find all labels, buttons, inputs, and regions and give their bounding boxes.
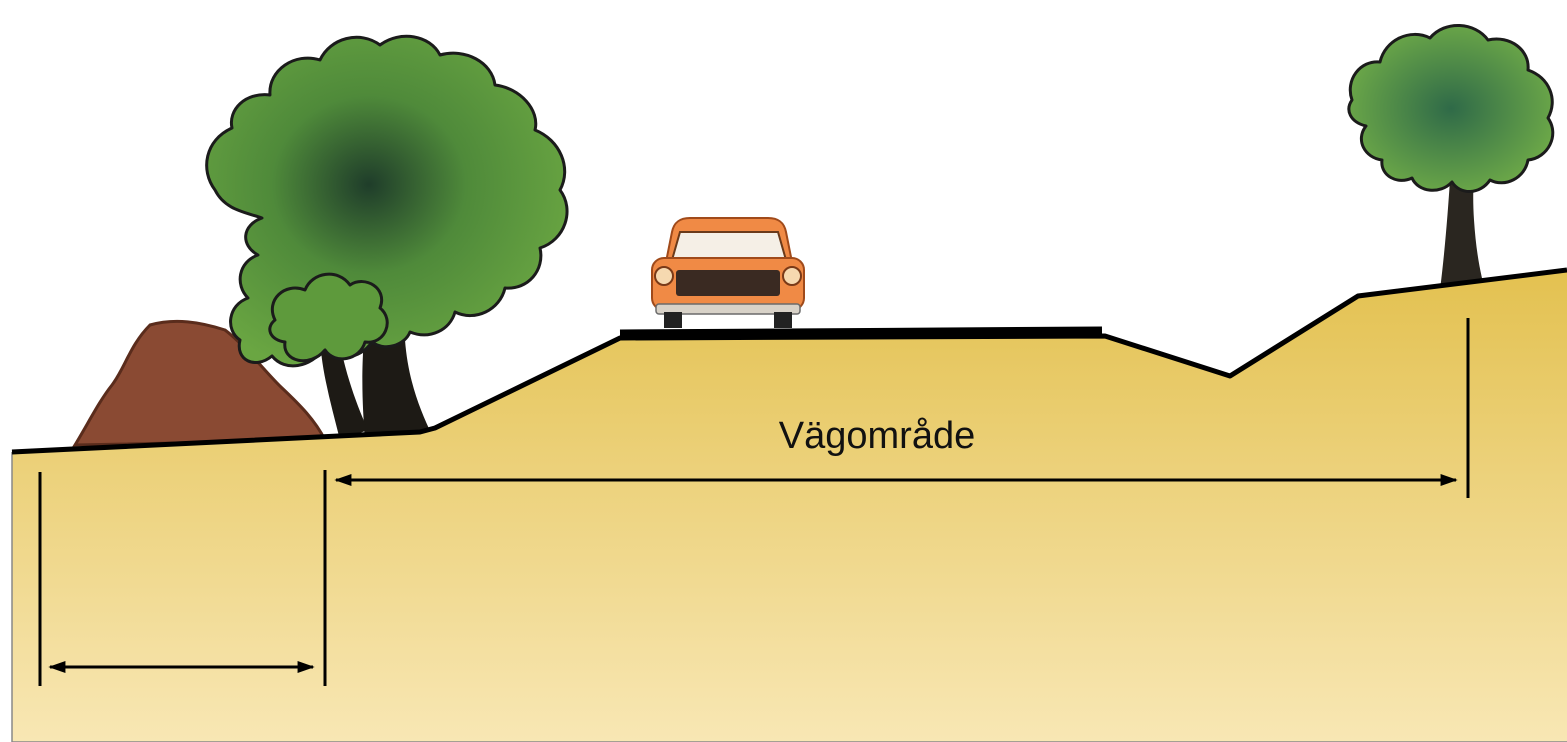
- car-front-icon: [651, 217, 805, 328]
- car-wheel-right: [774, 312, 792, 328]
- road-area-label: Vägområde: [779, 415, 975, 457]
- road-surface: [619, 326, 1103, 339]
- ground-fill: [12, 270, 1567, 742]
- tree-canopy: [1347, 24, 1555, 193]
- tree-canopy: [205, 34, 569, 368]
- ground-border: [11, 452, 1567, 742]
- tree-canopy-lower: [268, 272, 389, 363]
- car-headlight-right: [782, 266, 802, 286]
- car-headlight-left: [654, 266, 674, 286]
- car-windshield: [670, 231, 788, 261]
- tree-icon: [205, 34, 569, 440]
- car-grille: [676, 270, 780, 296]
- tree-icon: [1347, 24, 1555, 300]
- car-bumper: [655, 303, 801, 315]
- car-wheel-left: [664, 312, 682, 328]
- soil-mound: [72, 319, 328, 447]
- terrain-profile-line: [11, 267, 1567, 455]
